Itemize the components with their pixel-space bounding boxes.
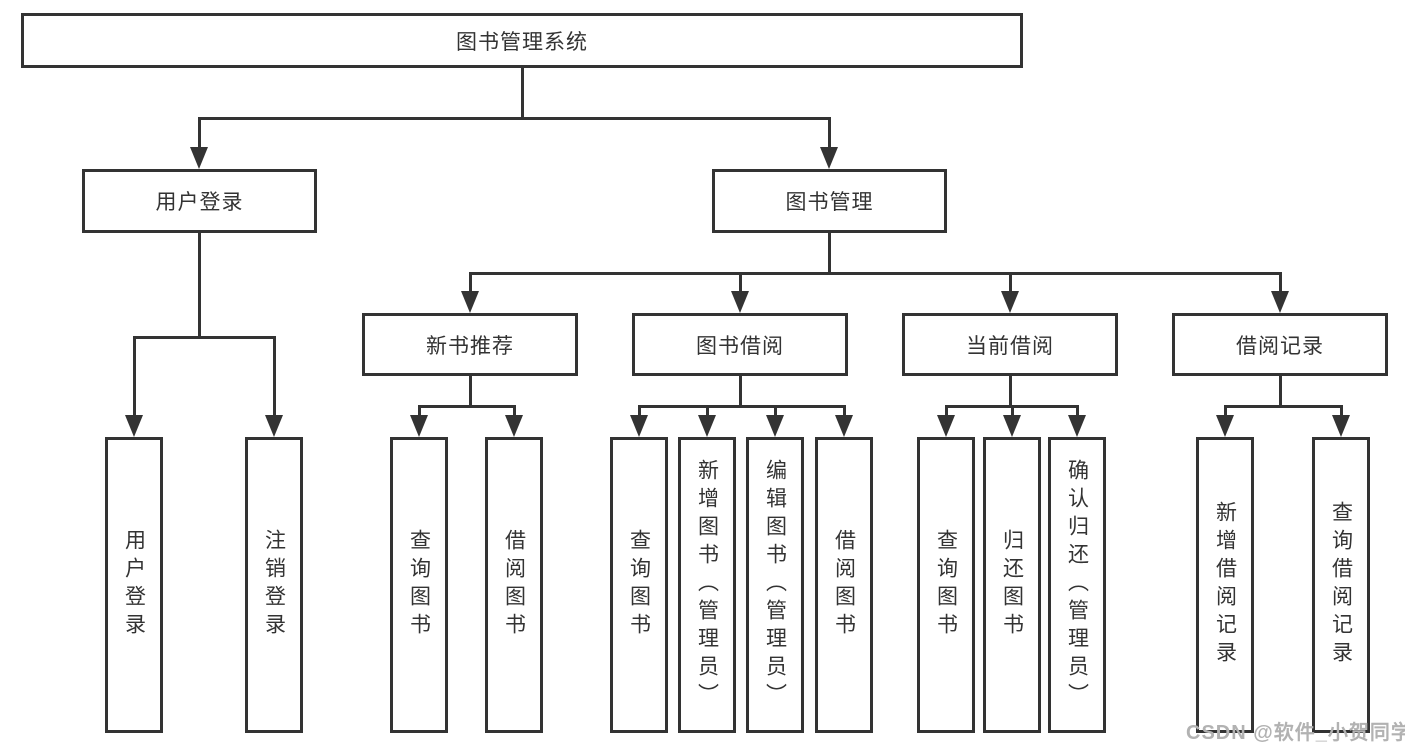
leaf-borrow-books: 借阅图书 — [815, 437, 873, 733]
arrow-down-icon — [1068, 415, 1086, 437]
connector-line — [1279, 272, 1282, 294]
arrow-down-icon — [1001, 291, 1019, 313]
arrow-down-icon — [835, 415, 853, 437]
arrow-down-icon — [1332, 415, 1350, 437]
connector-line — [1011, 405, 1014, 418]
arrow-down-icon — [1271, 291, 1289, 313]
leaf-query-borrow-record-label: 查询借阅记录 — [1329, 501, 1353, 669]
connector-line — [638, 405, 641, 418]
connector-line — [1009, 376, 1012, 406]
book-management-label: 图书管理 — [785, 191, 874, 214]
leaf-borrow-books-recommend: 借阅图书 — [485, 437, 543, 733]
arrow-down-icon — [461, 291, 479, 313]
arrow-down-icon — [820, 147, 838, 169]
connector-line — [273, 336, 276, 418]
root-box: 图书管理系统 — [21, 13, 1023, 68]
connector-line — [739, 376, 742, 406]
connector-line — [774, 405, 777, 418]
user-login-box: 用户登录 — [82, 169, 317, 233]
arrow-down-icon — [125, 415, 143, 437]
current-borrowing-label: 当前借阅 — [966, 334, 1054, 358]
leaf-borrow-books-recommend-label: 借阅图书 — [502, 529, 526, 641]
connector-line — [198, 117, 201, 150]
root-label: 图书管理系统 — [456, 30, 588, 54]
leaf-logout-label: 注销登录 — [262, 529, 286, 641]
leaf-add-borrow-record: 新增借阅记录 — [1196, 437, 1254, 733]
connector-line — [133, 336, 275, 339]
arrow-down-icon — [766, 415, 784, 437]
connector-line — [1224, 405, 1227, 418]
connector-line — [469, 272, 472, 294]
leaf-confirm-return-admin-label: 确认归还（管理员） — [1065, 459, 1089, 711]
connector-line — [706, 405, 709, 418]
book-borrowing-box: 图书借阅 — [632, 313, 848, 376]
leaf-return-books-label: 归还图书 — [1000, 529, 1024, 641]
connector-line — [521, 68, 524, 118]
leaf-logout: 注销登录 — [245, 437, 303, 733]
new-book-recommendation-label: 新书推荐 — [426, 334, 514, 358]
borrowing-records-box: 借阅记录 — [1172, 313, 1388, 376]
connector-line — [1340, 405, 1343, 418]
leaf-user-login-label: 用户登录 — [122, 529, 146, 641]
leaf-query-borrow-record: 查询借阅记录 — [1312, 437, 1370, 733]
connector-line — [1279, 376, 1282, 406]
arrow-down-icon — [190, 147, 208, 169]
leaf-edit-books-admin-label: 编辑图书（管理员） — [763, 459, 787, 711]
book-management-box: 图书管理 — [712, 169, 947, 233]
watermark-text: CSDN @软件_小贺同学 — [1186, 722, 1405, 744]
connector-line — [418, 405, 516, 408]
connector-line — [828, 117, 831, 150]
connector-line — [1224, 405, 1342, 408]
leaf-query-books-current-label: 查询图书 — [934, 529, 958, 641]
connector-line — [469, 376, 472, 406]
book-borrowing-label: 图书借阅 — [696, 334, 784, 358]
arrow-down-icon — [630, 415, 648, 437]
new-book-recommendation-box: 新书推荐 — [362, 313, 578, 376]
leaf-add-books-admin: 新增图书（管理员） — [678, 437, 736, 733]
leaf-edit-books-admin: 编辑图书（管理员） — [746, 437, 804, 733]
connector-line — [828, 233, 831, 273]
arrow-down-icon — [698, 415, 716, 437]
arrow-down-icon — [1003, 415, 1021, 437]
connector-line — [198, 233, 201, 337]
arrow-down-icon — [1216, 415, 1234, 437]
arrow-down-icon — [265, 415, 283, 437]
arrow-down-icon — [731, 291, 749, 313]
leaf-borrow-books-label: 借阅图书 — [832, 529, 856, 641]
connector-line — [1009, 272, 1012, 294]
leaf-user-login: 用户登录 — [105, 437, 163, 733]
connector-line — [843, 405, 846, 418]
arrow-down-icon — [505, 415, 523, 437]
leaf-query-books-recommend: 查询图书 — [390, 437, 448, 733]
connector-line — [513, 405, 516, 418]
arrow-down-icon — [410, 415, 428, 437]
user-login-label: 用户登录 — [155, 191, 244, 214]
current-borrowing-box: 当前借阅 — [902, 313, 1118, 376]
arrow-down-icon — [937, 415, 955, 437]
leaf-query-books-recommend-label: 查询图书 — [407, 529, 431, 641]
leaf-add-borrow-record-label: 新增借阅记录 — [1213, 501, 1237, 669]
leaf-query-books-current: 查询图书 — [917, 437, 975, 733]
connector-line — [638, 405, 846, 408]
connector-line — [739, 272, 742, 294]
leaf-confirm-return-admin: 确认归还（管理员） — [1048, 437, 1106, 733]
borrowing-records-label: 借阅记录 — [1236, 334, 1324, 358]
connector-line — [945, 405, 948, 418]
leaf-return-books: 归还图书 — [983, 437, 1041, 733]
leaf-query-books-borrow: 查询图书 — [610, 437, 668, 733]
connector-line — [1076, 405, 1079, 418]
leaf-query-books-borrow-label: 查询图书 — [627, 529, 651, 641]
connector-line — [418, 405, 421, 418]
leaf-add-books-admin-label: 新增图书（管理员） — [695, 459, 719, 711]
connector-line — [133, 336, 136, 418]
connector-line — [469, 272, 1281, 275]
connector-line — [198, 117, 830, 120]
